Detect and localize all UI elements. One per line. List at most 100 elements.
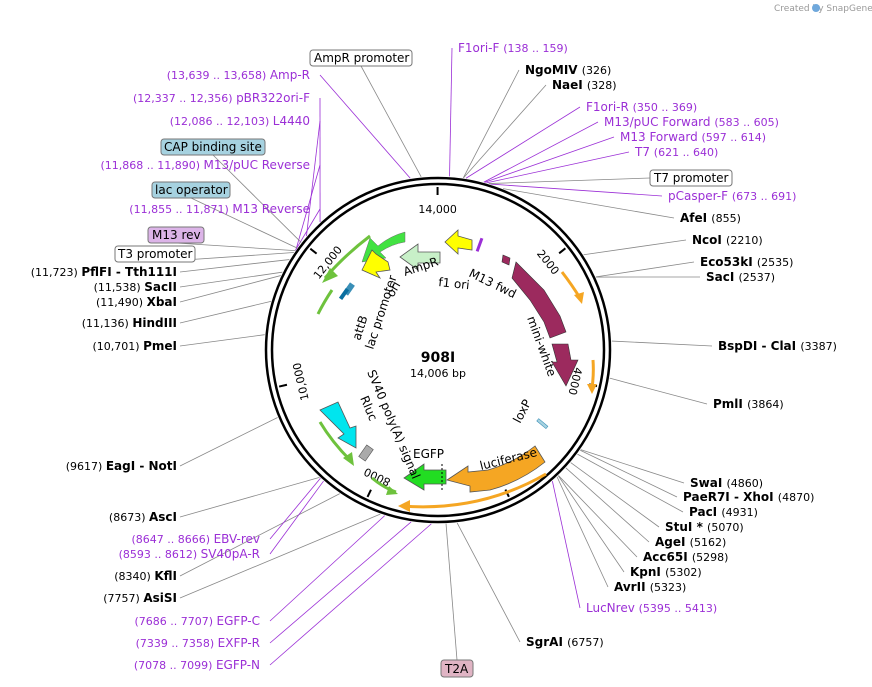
right-site-label[interactable]: BspDI - ClaI (3387)	[718, 339, 837, 353]
site-name: NgoMIV	[525, 63, 582, 77]
leader-line	[269, 478, 321, 540]
right-site-label[interactable]: AgeI (5162)	[655, 535, 726, 549]
site-coord: (5162)	[690, 536, 727, 549]
primer-coord: (583 .. 605)	[714, 116, 779, 129]
t3-promoter-label: T3 promoter	[117, 247, 193, 261]
loxp-label: loxP	[510, 397, 534, 425]
rluc-arrow[interactable]	[319, 401, 357, 449]
left-primer-label[interactable]: (7686 .. 7707) EGFP-C	[134, 614, 260, 628]
sv40-label: SV40 poly(A) signal	[364, 368, 423, 481]
left-site-label[interactable]: (11,538) SacII	[94, 280, 177, 294]
luciferase-arrow[interactable]	[446, 445, 546, 493]
right-site-label[interactable]: NcoI (2210)	[692, 233, 763, 247]
site-name: BspDI - ClaI	[718, 339, 800, 353]
left-site-label[interactable]: (11,723) PflFI - Tth111I	[31, 265, 177, 279]
site-name: NaeI	[552, 78, 587, 92]
primer-name: F1ori-F	[458, 41, 503, 55]
left-site-label[interactable]: (10,701) PmeI	[93, 339, 177, 353]
direction-arrowhead-egfp	[386, 486, 398, 495]
leader-line	[212, 154, 302, 243]
direction-arrowhead-luciferase	[398, 500, 410, 512]
left-site-label[interactable]: (8340) KflI	[114, 569, 177, 583]
primer-coord: (7078 .. 7099)	[134, 659, 216, 672]
leader-line	[483, 121, 599, 183]
right-primer-label[interactable]: F1ori-R (350 .. 369)	[586, 100, 697, 114]
left-primer-label[interactable]: (8647 .. 8666) EBV-rev	[132, 532, 261, 546]
left-primer-label[interactable]: (12,086 .. 12,103) L4440	[170, 114, 310, 128]
right-site-label[interactable]: PacI (4931)	[689, 505, 758, 519]
left-primer-label[interactable]: (7339 .. 7358) EXFP-R	[136, 636, 260, 650]
m13-rev-box[interactable]	[147, 226, 205, 244]
right-site-label[interactable]: StuI * (5070)	[665, 520, 744, 534]
right-site-label[interactable]: SacI (2537)	[706, 270, 775, 284]
leader-line	[557, 475, 625, 573]
left-primer-label[interactable]: (7078 .. 7099) EGFP-N	[134, 658, 260, 672]
left-primer-label[interactable]: (13,639 .. 13,658) Amp-R	[167, 68, 310, 82]
right-site-label[interactable]: AfeI (855)	[680, 211, 741, 225]
t7-promoter-box[interactable]	[649, 169, 733, 187]
t3-promoter-box[interactable]	[114, 245, 196, 263]
primer-coord: (597 .. 614)	[702, 131, 767, 144]
leader-line	[488, 177, 651, 184]
site-coord: (8673)	[109, 511, 149, 524]
miniwhite-arrow[interactable]	[501, 254, 579, 387]
leader-line	[294, 208, 321, 251]
primer-name: F1ori-R	[586, 100, 633, 114]
right-site-label[interactable]: PaeR7I - XhoI (4870)	[683, 490, 814, 504]
f1-ori-arrow[interactable]	[444, 229, 473, 255]
ampr-promoter-box[interactable]	[309, 49, 413, 67]
left-primers: (13,639 .. 13,658) Amp-R (12,337 .. 12,35…	[100, 68, 310, 672]
t2a-box[interactable]	[440, 659, 474, 678]
left-site-label[interactable]: (7757) AsiSI	[103, 591, 177, 605]
site-coord: (11,723)	[31, 266, 82, 279]
right-site-label[interactable]: Eco53kI (2535)	[700, 255, 793, 269]
site-coord: (4860)	[726, 477, 763, 490]
leader-line	[565, 467, 650, 543]
right-primer-label[interactable]: M13/pUC Forward (583 .. 605)	[604, 115, 779, 129]
left-site-label[interactable]: (11,490) XbaI	[96, 295, 177, 309]
right-restriction-sites: NgoMIV (326)NaeI (328) AfeI (855) NcoI (22…	[525, 63, 837, 649]
right-primer-label[interactable]: LucNrev (5395 .. 5413)	[586, 601, 717, 615]
primer-name: EGFP-N	[216, 658, 260, 672]
site-coord: (5302)	[665, 566, 702, 579]
right-site-label[interactable]: NaeI (328)	[552, 78, 617, 92]
right-site-label[interactable]: NgoMIV (326)	[525, 63, 611, 77]
lac-operator-label: lac operator	[155, 183, 228, 197]
leader-line	[611, 340, 713, 347]
right-site-label[interactable]: SgrAI (6757)	[526, 635, 604, 649]
right-site-label[interactable]: KpnI (5302)	[630, 565, 702, 579]
m13-fwd-mark[interactable]	[475, 237, 484, 252]
left-primer-label[interactable]: (12,337 .. 12,356) pBR322ori-F	[133, 91, 310, 105]
leader-line	[179, 300, 272, 324]
left-primer-label[interactable]: (11,868 .. 11,890) M13/pUC Reverse	[100, 158, 310, 172]
right-primer-label[interactable]: pCasper-F (673 .. 691)	[668, 189, 796, 203]
primer-name: M13/pUC Forward	[604, 115, 714, 129]
leader-line	[556, 476, 609, 588]
sv40-polya-box[interactable]	[358, 444, 374, 462]
left-primer-label[interactable]: (11,855 .. 11,871) M13 Reverse	[129, 202, 310, 216]
right-site-label[interactable]: PmlI (3864)	[713, 397, 784, 411]
lac-operator-box[interactable]	[151, 181, 231, 199]
leader-line	[179, 417, 278, 467]
ampr-arrow[interactable]	[399, 243, 441, 271]
right-site-label[interactable]: Acc65I (5298)	[643, 550, 728, 564]
primer-name: L4440	[273, 114, 310, 128]
left-site-label[interactable]: (11,136) HindIII	[82, 316, 177, 330]
site-coord: (2537)	[739, 271, 776, 284]
leader-line	[551, 481, 581, 609]
left-site-label[interactable]: (8673) AscI	[109, 510, 177, 524]
left-site-label[interactable]: (9617) EagI - NotI	[66, 459, 177, 473]
right-primer-label[interactable]: M13 Forward (597 .. 614)	[620, 130, 766, 144]
loxp-mark[interactable]	[536, 418, 549, 430]
right-primer-label[interactable]: T7 (621 .. 640)	[634, 145, 718, 159]
left-primer-label[interactable]: (8593 .. 8612) SV40pA-R	[119, 547, 260, 561]
right-primer-label[interactable]: F1ori-F (138 .. 159)	[458, 41, 568, 55]
cap-site-box[interactable]	[160, 138, 266, 156]
site-coord: (8340)	[114, 570, 154, 583]
leader-line	[269, 521, 412, 644]
lac-promoter-arrow[interactable]	[361, 249, 391, 279]
right-site-label[interactable]: SwaI (4860)	[690, 476, 763, 490]
site-coord: (4870)	[778, 491, 815, 504]
right-site-label[interactable]: AvrII (5323)	[614, 580, 686, 594]
